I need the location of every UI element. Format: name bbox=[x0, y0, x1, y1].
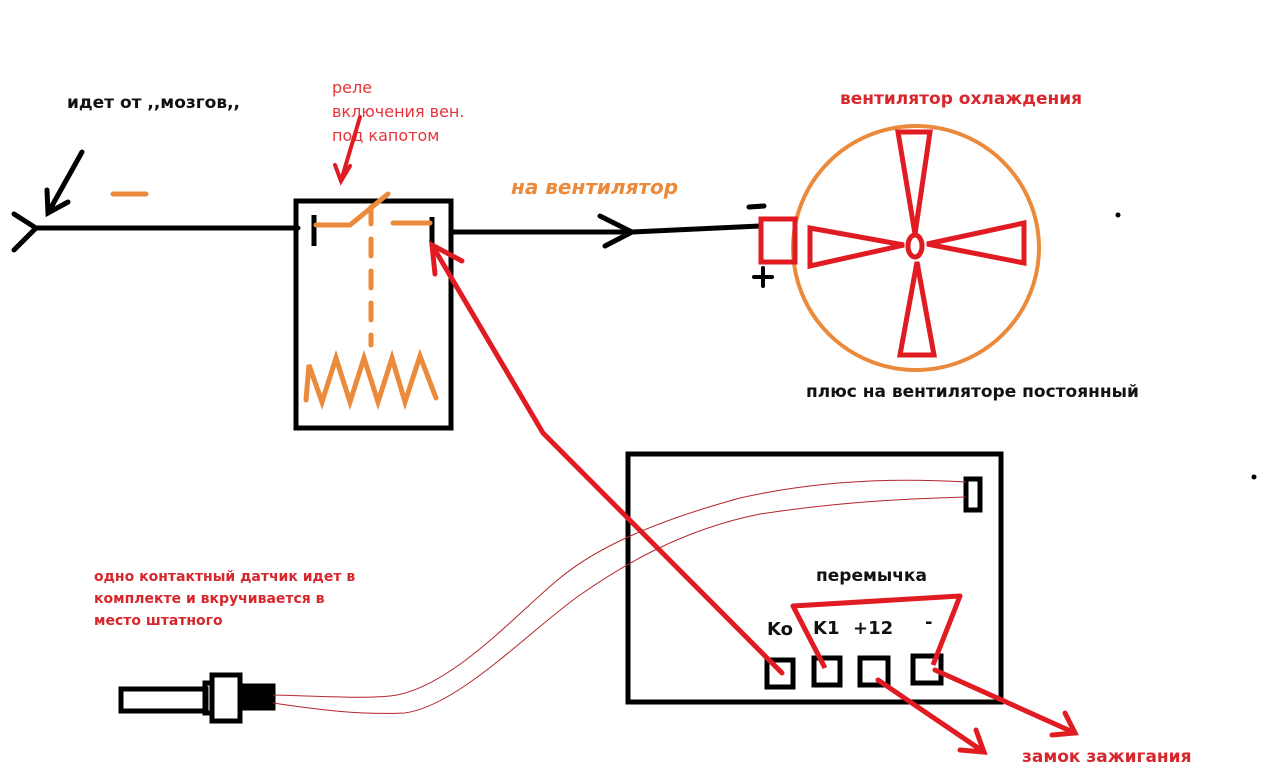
to-fan-label: на вентилятор bbox=[511, 175, 679, 199]
controller-pin-k1[interactable] bbox=[811, 655, 843, 688]
fan-title-label: вентилятор охлаждения bbox=[840, 89, 1083, 109]
relay-caption: реле включения вен. под капотом bbox=[332, 76, 464, 148]
wire-start-arrowhead bbox=[11, 211, 40, 253]
fan-blade-left bbox=[807, 225, 905, 270]
relay-switch-arm bbox=[313, 191, 391, 228]
sensor-note: одно контактный датчик идет в комплекте … bbox=[94, 566, 355, 632]
pin-label-minus: - bbox=[925, 612, 933, 633]
ecu-source-label: идет от ,,мозгов,, bbox=[67, 93, 240, 113]
controller-pin-minus[interactable] bbox=[910, 653, 944, 686]
ignition-label: замок зажигания bbox=[1022, 747, 1192, 767]
fan-minus-sign bbox=[746, 203, 767, 210]
fan-blade-right bbox=[926, 219, 1027, 267]
fan-connector bbox=[758, 216, 798, 265]
sensor-note-line: место штатного bbox=[94, 613, 223, 629]
pin-label-plus12: +12 bbox=[853, 618, 894, 639]
ecu-input-wire bbox=[11, 211, 301, 253]
fan-hub bbox=[905, 232, 925, 260]
relay-coil-icon bbox=[303, 348, 439, 411]
sensor-probe bbox=[118, 686, 209, 714]
relay-caption-line: под капотом bbox=[332, 126, 440, 145]
controller-pin-ko[interactable] bbox=[764, 657, 796, 690]
controller-pin-plus12[interactable] bbox=[857, 655, 891, 688]
jumper-wire bbox=[790, 593, 963, 670]
relay-caption-line: включения вен. bbox=[332, 102, 465, 121]
fan-blade-top bbox=[895, 129, 933, 235]
relay-caption-line: реле bbox=[332, 78, 373, 97]
fan-feed-arrowhead bbox=[597, 213, 638, 249]
ko-to-relay-arrow bbox=[429, 240, 785, 676]
controller-housing bbox=[625, 451, 1004, 705]
fan-plus-sign bbox=[752, 266, 774, 288]
sensor-thread bbox=[239, 683, 276, 711]
sensor-nut bbox=[209, 672, 243, 724]
fan-blade-bottom bbox=[897, 261, 937, 358]
controller-sensor-input bbox=[963, 476, 983, 513]
fan-feed-wire bbox=[448, 213, 763, 249]
sensor-washer bbox=[202, 680, 215, 716]
stray-dot bbox=[1251, 474, 1257, 480]
ko-arrowhead bbox=[429, 240, 465, 277]
pin-label-ko: Ko bbox=[767, 619, 793, 640]
sensor-note-line: комплекте и вкручивается в bbox=[94, 591, 325, 607]
fan-plus-note-label: плюс на вентиляторе постоянный bbox=[806, 382, 1139, 402]
ecu-pointer-arrow bbox=[44, 149, 85, 218]
fan-outline bbox=[791, 124, 1041, 372]
fan-controller-module bbox=[625, 451, 1004, 705]
sensor-wire bbox=[272, 479, 967, 714]
pin-label-k1: K1 bbox=[813, 618, 840, 639]
relay bbox=[293, 191, 454, 431]
plus12-to-ignition-arrow bbox=[875, 677, 988, 755]
minus-to-ignition-arrow bbox=[932, 667, 1079, 738]
stray-dot bbox=[1115, 212, 1121, 218]
relay-housing bbox=[293, 198, 454, 431]
temperature-sensor bbox=[118, 672, 276, 724]
cooling-fan bbox=[758, 124, 1041, 372]
sensor-note-line: одно контактный датчик идет в bbox=[94, 569, 356, 585]
jumper-label: перемычка bbox=[816, 566, 927, 586]
